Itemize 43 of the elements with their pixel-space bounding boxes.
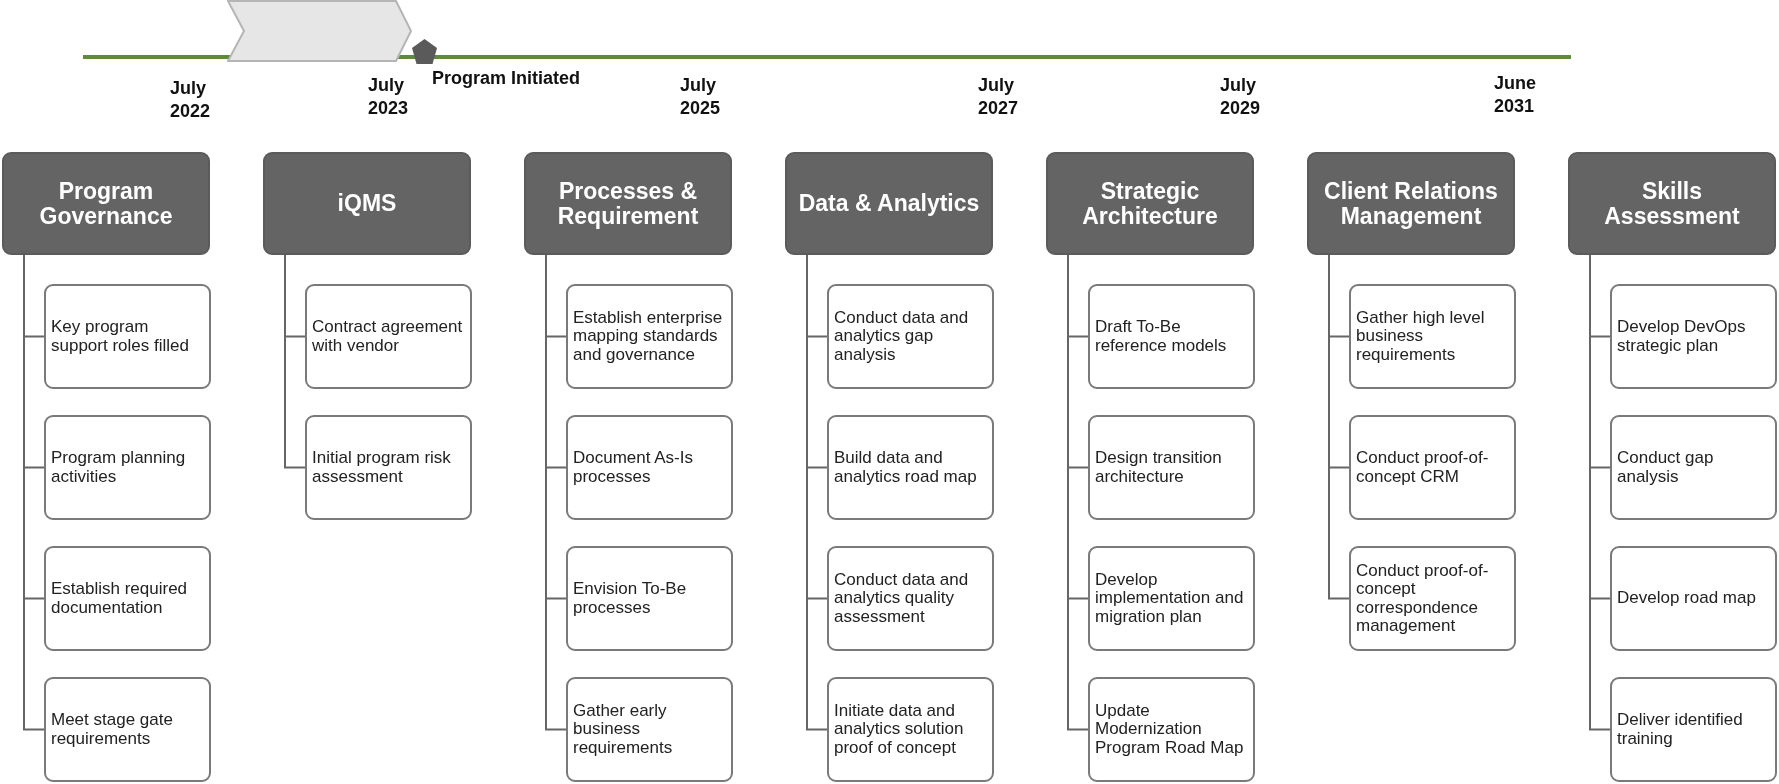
task-box: Conduct gap analysis — [1610, 415, 1777, 520]
phase-header: iQMS — [263, 152, 471, 255]
phase-header: Processes & Requirement — [524, 152, 732, 255]
milestone-label: Program Initiated — [432, 68, 581, 89]
chevron-marker — [227, 0, 412, 62]
task-box: Gather high level business requirements — [1349, 284, 1516, 389]
date-label: July 2023 — [368, 74, 410, 121]
date-label: July 2022 — [170, 77, 212, 124]
task-box: Initial program risk assessment — [305, 415, 472, 520]
phase-header: Data & Analytics — [785, 152, 993, 255]
milestone-pentagon — [411, 38, 438, 65]
task-box: Meet stage gate requirements — [44, 677, 211, 782]
phase-header: Client Relations Management — [1307, 152, 1515, 255]
task-box: Key program support roles filled — [44, 284, 211, 389]
task-box: Develop implementation and migration plan — [1088, 546, 1255, 651]
task-box: Envision To-Be processes — [566, 546, 733, 651]
date-label: June 2031 — [1494, 72, 1537, 119]
task-box: Conduct data and analytics gap analysis — [827, 284, 994, 389]
task-box: Program planning activities — [44, 415, 211, 520]
date-label: July 2025 — [680, 74, 722, 121]
task-box: Establish enterprise mapping standards and governance — [566, 284, 733, 389]
date-label: July 2027 — [978, 74, 1020, 121]
task-box: Develop DevOps strategic plan — [1610, 284, 1777, 389]
date-label: July 2029 — [1220, 74, 1262, 121]
connector-line — [1328, 254, 1350, 600]
task-box: Design transition architecture — [1088, 415, 1255, 520]
task-box: Conduct proof-of-concept CRM — [1349, 415, 1516, 520]
task-box: Contract agreement with vendor — [305, 284, 472, 389]
phase-header: Strategic Architecture — [1046, 152, 1254, 255]
task-box: Document As-Is processes — [566, 415, 733, 520]
task-box: Gather early business requirements — [566, 677, 733, 782]
task-box: Deliver identified training — [1610, 677, 1777, 782]
task-box: Develop road map — [1610, 546, 1777, 651]
task-box: Draft To-Be reference models — [1088, 284, 1255, 389]
task-box: Build data and analytics road map — [827, 415, 994, 520]
task-box: Update Modernization Program Road Map — [1088, 677, 1255, 782]
task-box: Initiate data and analytics solution proof of concept — [827, 677, 994, 782]
task-box: Conduct data and analytics quality assessment — [827, 546, 994, 651]
task-box: Establish required documentation — [44, 546, 211, 651]
phase-header: Skills Assessment — [1568, 152, 1776, 255]
task-box: Conduct proof-of-concept correspondence management — [1349, 546, 1516, 651]
phase-header: Program Governance — [2, 152, 210, 255]
connector-line — [284, 254, 306, 469]
